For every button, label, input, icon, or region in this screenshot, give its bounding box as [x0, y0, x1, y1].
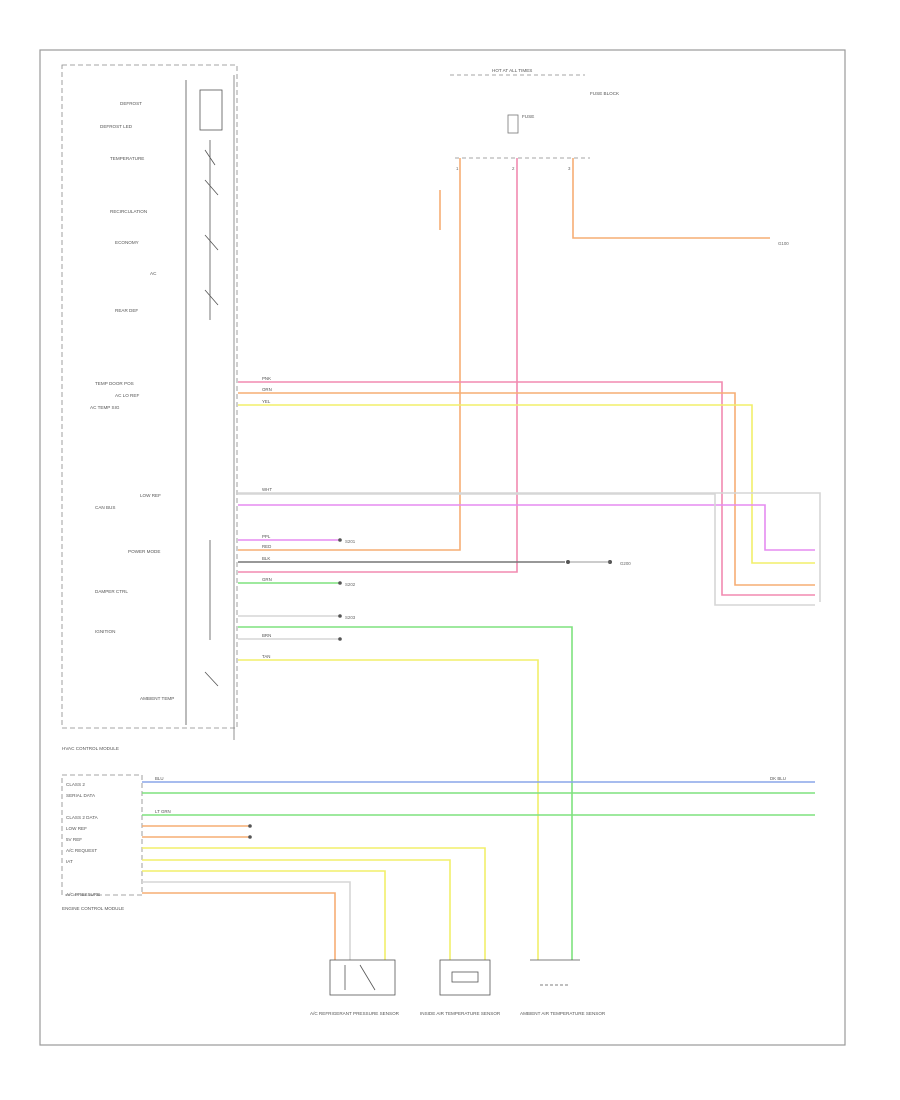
- splice-1: S201: [345, 539, 356, 544]
- label-ambient-air-temp-sensor: AMBIENT AIR TEMPERATURE SENSOR: [520, 1011, 606, 1016]
- ecm-signal-4: LOW REF: [66, 826, 87, 831]
- label-engine-control-module: ENGINE CONTROL MODULE: [62, 906, 124, 911]
- wire-label-orn: ORN: [262, 387, 272, 392]
- wire-label-blu: BLU: [155, 776, 164, 781]
- hvac-signal-7: DAMPER CTRL: [95, 589, 128, 594]
- wire-yellow-ecm-3: [142, 870, 386, 960]
- wire-label-yel: YEL: [262, 399, 271, 404]
- wire-label-tan: TAN: [262, 654, 270, 659]
- wire-label-red: RED: [262, 544, 271, 549]
- hvac-signal-3: AC TEMP SIG: [90, 405, 120, 410]
- hvac-control-module: [61, 64, 238, 740]
- diagram-frame: [39, 49, 846, 1046]
- ecm-signal-8: A/C PRESSURE: [66, 892, 100, 897]
- hvac-input-6: AC: [150, 271, 157, 276]
- wire-yellow-ecm-1: [142, 847, 486, 960]
- wire-pink-feed: [238, 158, 518, 573]
- ground-1: G100: [778, 241, 789, 246]
- hvac-signal-1: TEMP DOOR POS: [95, 381, 134, 386]
- wire-gray-ecm: [142, 881, 351, 960]
- hvac-signal-8: IGNITION: [95, 629, 115, 634]
- wire-yellow-2: [238, 659, 539, 960]
- hvac-signal-5: CAN BUS: [95, 505, 115, 510]
- hvac-signal-2: AC LO REF: [115, 393, 139, 398]
- wire-gray-1: [238, 492, 821, 602]
- fuse-element: [507, 114, 519, 134]
- wire-green-2: [238, 626, 573, 960]
- top-pin-3: 3: [568, 166, 571, 171]
- wire-orange-right: [572, 158, 770, 239]
- wire-magenta-1: [238, 504, 815, 551]
- hvac-input-2: DEFROST LED: [100, 124, 133, 129]
- hvac-signal-6: POWER MODE: [128, 549, 160, 554]
- component-ac-pressure-sensor: [329, 959, 396, 996]
- ecm-signal-3: CLASS 2 DATA: [66, 815, 99, 820]
- wire-gray-2: [238, 493, 815, 606]
- wire-label-grn: GRN: [262, 577, 272, 582]
- fuse-label: FUSE: [522, 114, 534, 119]
- hvac-input-1: DEFROST: [120, 101, 142, 106]
- ecm-signal-7: IAT: [66, 859, 73, 864]
- ground-2: G200: [620, 561, 631, 566]
- label-ac-pressure-sensor: A/C REFRIGERANT PRESSURE SENSOR: [310, 1011, 400, 1016]
- fuse-block: HOT AT ALL TIMES FUSE BLOCK FUSE 1 2 3: [450, 68, 620, 171]
- hvac-input-7: REAR DEF: [115, 308, 138, 313]
- ecm-signal-2: SERIAL DATA: [66, 793, 96, 798]
- hvac-input-3: TEMPERATURE: [110, 156, 144, 161]
- wire-orange-ecm-3: [142, 892, 336, 960]
- wire-orange-feed: [238, 158, 461, 551]
- wire-label-pnk: PNK: [262, 376, 271, 381]
- hvac-input-5: ECONOMY: [115, 240, 139, 245]
- hvac-input-4: RECIRCULATION: [110, 209, 147, 214]
- wire-label-ppl: PPL: [262, 534, 271, 539]
- hvac-signal-9: AMBIENT TEMP: [140, 696, 174, 701]
- label-inside-air-temp-sensor: INSIDE AIR TEMPERATURE SENSOR: [420, 1011, 501, 1016]
- wire-yellow-ecm-2: [142, 859, 451, 960]
- ecm-signal-6: A/C REQUEST: [66, 848, 97, 853]
- component-ambient-air-temp-sensor: [530, 959, 580, 986]
- splice-3: S203: [345, 615, 356, 620]
- ecm-signal-5: 5V REF: [66, 837, 82, 842]
- component-inside-air-temp-sensor: [439, 959, 491, 996]
- label-hvac-control-module: HVAC CONTROL MODULE: [62, 746, 119, 751]
- top-pin-1: 1: [456, 166, 459, 171]
- splice-2: S202: [345, 582, 356, 587]
- defrost-switch-symbol: [199, 89, 223, 131]
- engine-control-module: [61, 774, 143, 896]
- hvac-signal-4: LOW REF: [140, 493, 161, 498]
- wire-yellow-1: [238, 404, 815, 564]
- wire-orange-1: [238, 392, 815, 586]
- wire-label-dk-blu: DK BLU: [770, 776, 786, 781]
- wire-label-lt-grn: LT GRN: [155, 809, 171, 814]
- hot-at-all-times-label: HOT AT ALL TIMES: [492, 68, 532, 73]
- top-pin-2: 2: [512, 166, 515, 171]
- wire-label-brn: BRN: [262, 633, 271, 638]
- wire-pink-1: [238, 381, 815, 596]
- fuse-block-label: FUSE BLOCK: [590, 91, 620, 96]
- ecm-signal-1: CLASS 2: [66, 782, 85, 787]
- wire-label-blk: BLK: [262, 556, 270, 561]
- wire-label-wht: WHT: [262, 487, 272, 492]
